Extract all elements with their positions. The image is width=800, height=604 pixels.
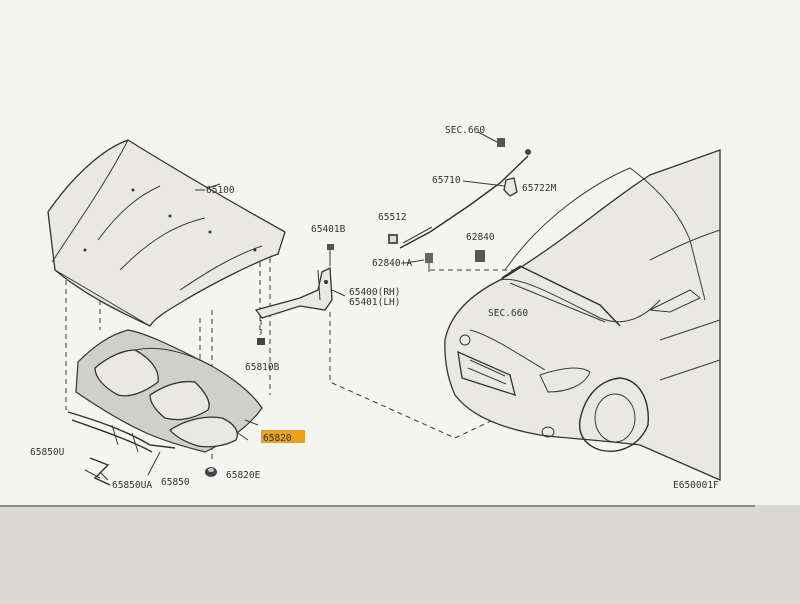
- stay-rod-part: [399, 138, 531, 249]
- seal-clip-part: [84, 457, 111, 486]
- figure-code: E650001F: [673, 480, 719, 491]
- label-sec-mid: SEC.660: [488, 308, 528, 319]
- label-seal-clip: 65850UA: [112, 480, 152, 491]
- label-sec-top: SEC.660: [445, 125, 485, 136]
- label-hinge-rh: 65400(RH): [349, 287, 400, 298]
- front-seal-part: [67, 411, 176, 453]
- clip-a-part: [425, 253, 433, 272]
- label-seal-front: 65850U: [30, 447, 65, 458]
- hinge-part: [254, 266, 333, 319]
- label-hood: 65100: [206, 185, 235, 196]
- label-stay-rod: 65710: [432, 175, 461, 186]
- label-nut-hinge: 65810B: [245, 362, 280, 373]
- vehicle-outline: [444, 149, 721, 481]
- hinge-bolt-part: [327, 244, 334, 266]
- label-clip-a: 62840+A: [372, 258, 412, 269]
- label-hinge-lh: 65401(LH): [349, 297, 400, 308]
- clip-b-part: [475, 250, 485, 262]
- grommet-part: [388, 234, 398, 244]
- label-seal-rear: 65850: [161, 477, 190, 488]
- hinge-nut-part: [257, 320, 265, 345]
- label-insulator: 65820: [263, 433, 292, 444]
- label-clip-top: 65722M: [522, 183, 557, 194]
- label-grommet: 65512: [378, 212, 407, 223]
- lower-area: [0, 505, 800, 600]
- label-bolt-hinge: 65401B: [311, 224, 346, 235]
- insulator-part: [75, 329, 263, 453]
- insulator-label-highlight: [261, 430, 305, 443]
- label-fastener: 65820E: [226, 470, 261, 481]
- hood-part: [47, 139, 286, 327]
- label-clip-b: 62840: [466, 232, 495, 243]
- clip-top-part: [503, 177, 518, 197]
- fastener-part: [205, 467, 217, 477]
